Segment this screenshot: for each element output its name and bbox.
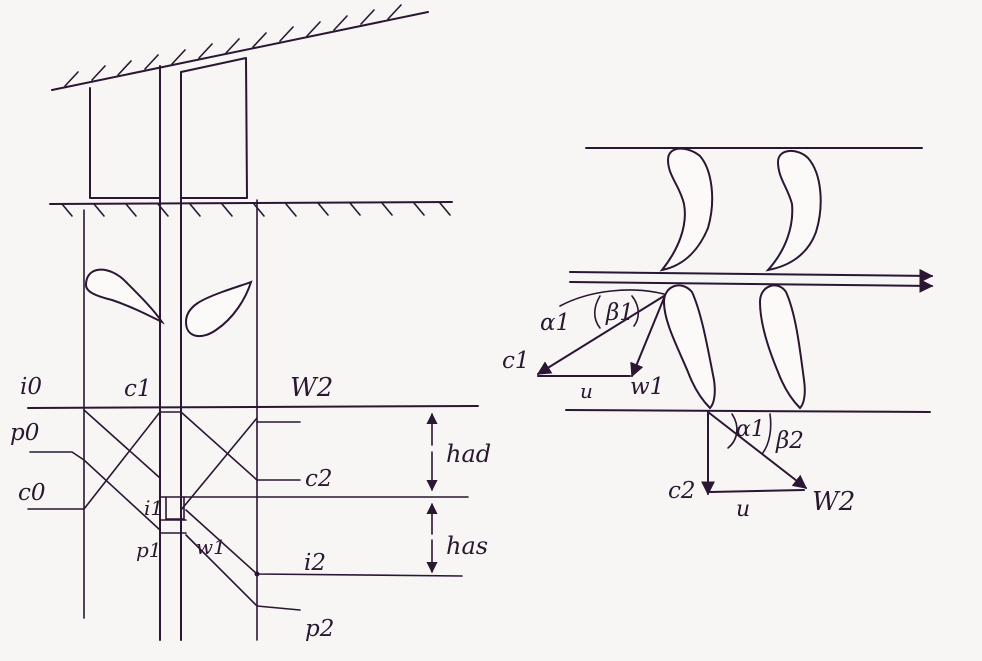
cascade-labels: α1 β1 c1 u w1 α1 β2 c2 u W2	[502, 300, 855, 522]
label-i1: i1	[144, 496, 163, 520]
label-w2-top: W2	[290, 373, 333, 403]
enthalpy-diagram-lines	[27, 405, 479, 611]
cascade-lines	[565, 147, 934, 413]
nozzle-cascade-blades	[659, 147, 822, 272]
rotor-cascade-blades	[662, 284, 806, 410]
nozzle-blade-profile	[84, 268, 165, 325]
outlet-velocity-triangle	[701, 411, 808, 496]
label-p2: p2	[305, 616, 334, 642]
label-w2-right: W2	[812, 487, 855, 517]
hub-line	[49, 201, 453, 217]
inlet-velocity-triangle	[536, 289, 665, 378]
casing-top	[51, 4, 429, 91]
label-i2: i2	[304, 550, 326, 576]
label-c2: c2	[305, 466, 333, 492]
label-u-bottom: u	[736, 497, 750, 522]
label-w1-right: w1	[630, 374, 664, 400]
label-c1-right: c1	[502, 348, 530, 374]
label-w1-left: w1	[196, 535, 226, 559]
label-alpha1-top: α1	[540, 310, 570, 336]
label-beta2: β2	[775, 428, 804, 454]
enthalpy-labels: i0 p0 c0 c1 W2 c2 i1 p1 w1 i2 p2 had has	[10, 373, 491, 642]
label-beta1: β1	[605, 300, 634, 326]
label-p1: p1	[136, 538, 162, 562]
label-p0: p0	[10, 420, 39, 446]
label-had: had	[446, 440, 491, 468]
label-c0: c0	[18, 480, 46, 506]
label-alpha1-bottom: α1	[736, 417, 765, 442]
rotor-blade-profile	[184, 280, 253, 338]
label-i0: i0	[20, 374, 42, 400]
label-c1: c1	[124, 376, 152, 402]
label-c2-right: c2	[668, 478, 696, 504]
label-u-top: u	[580, 379, 593, 403]
stage-channel-lines	[83, 57, 258, 641]
label-has: has	[446, 532, 488, 560]
